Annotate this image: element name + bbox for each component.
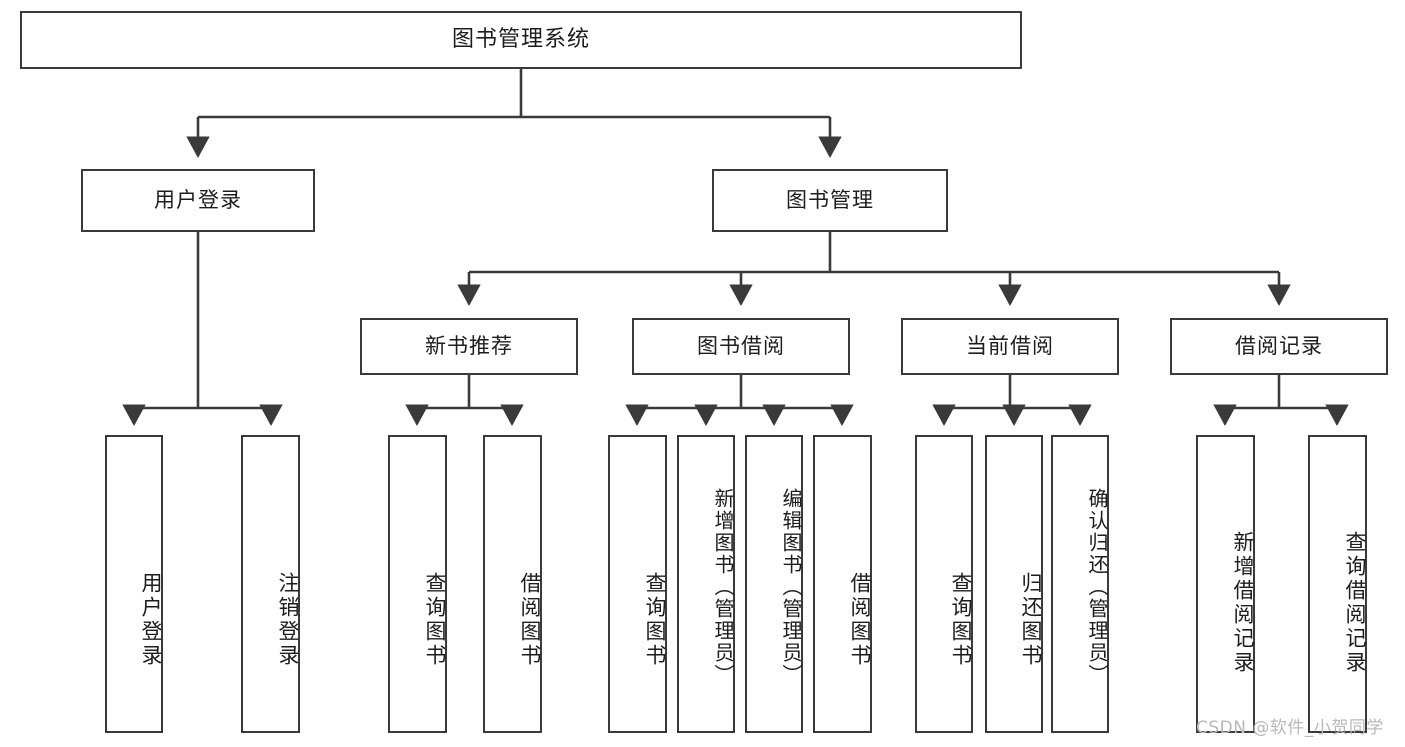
node-current-borrow[interactable]: 当前借阅 <box>901 318 1119 375</box>
node-borrow-record[interactable]: 借阅记录 <box>1170 318 1388 375</box>
node-root-system[interactable]: 图书管理系统 <box>20 11 1022 69</box>
leaf-query-record[interactable]: 查询借阅记录 <box>1308 435 1367 733</box>
leaf-query-book-1[interactable]: 查询图书 <box>388 435 447 733</box>
leaf-user-logout[interactable]: 注销登录 <box>241 435 300 733</box>
leaf-borrow-book-2[interactable]: 借阅图书 <box>813 435 872 733</box>
leaf-return-book[interactable]: 归还图书 <box>985 435 1043 733</box>
csdn-watermark: CSDN @软件_小贺同学 <box>1196 718 1384 738</box>
leaf-edit-book[interactable]: 编辑图书（管理员） <box>745 435 803 733</box>
leaf-query-book-3[interactable]: 查询图书 <box>915 435 973 733</box>
leaf-user-login[interactable]: 用户登录 <box>105 435 163 733</box>
leaf-query-book-2[interactable]: 查询图书 <box>608 435 667 733</box>
node-book-borrow[interactable]: 图书借阅 <box>632 318 850 375</box>
node-user-login[interactable]: 用户登录 <box>81 169 315 232</box>
leaf-add-book[interactable]: 新增图书（管理员） <box>677 435 735 733</box>
node-new-book-recommend[interactable]: 新书推荐 <box>360 318 578 375</box>
leaf-confirm-return[interactable]: 确认归还（管理员） <box>1051 435 1109 733</box>
leaf-add-record[interactable]: 新增借阅记录 <box>1196 435 1255 733</box>
leaf-borrow-book-1[interactable]: 借阅图书 <box>483 435 542 733</box>
node-book-manage[interactable]: 图书管理 <box>712 169 948 232</box>
